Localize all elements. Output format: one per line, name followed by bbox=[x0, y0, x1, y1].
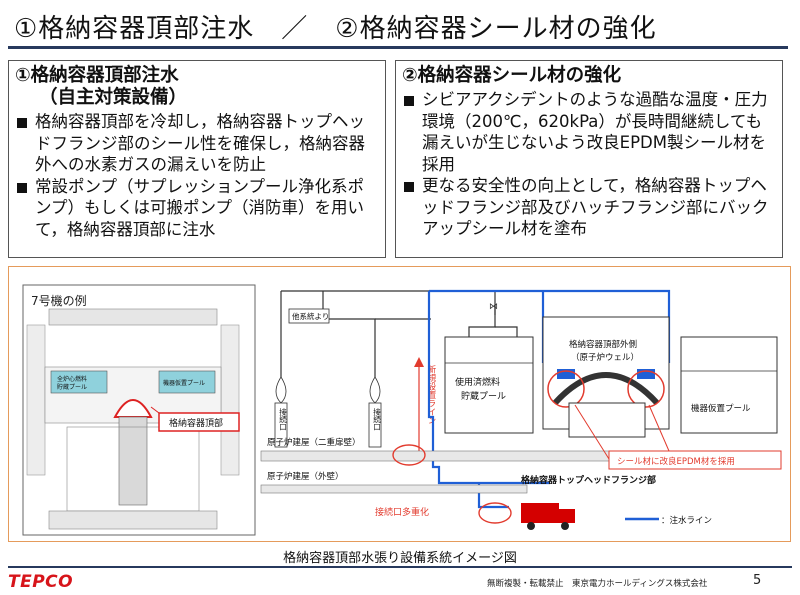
reactor-well-label-2: （原子炉ウェル） bbox=[571, 352, 639, 363]
nozzle-left bbox=[557, 369, 575, 379]
pcv-top-head bbox=[552, 372, 660, 406]
equipment-pool-plan bbox=[158, 370, 216, 394]
pcv-dome-plan bbox=[113, 399, 153, 418]
left-bullet-2: 常設ポンプ（サプレッションプール浄化系ポンプ）もしくは可搬ポンプ（消防車）を用い… bbox=[15, 176, 379, 241]
building-outer-label: 原子炉建屋（外壁） bbox=[267, 471, 344, 482]
fuel-pool-plan bbox=[50, 370, 108, 394]
seal-highlight-left bbox=[547, 370, 585, 408]
epdm-callout bbox=[608, 450, 782, 470]
basement bbox=[48, 510, 218, 530]
seal-highlight-right bbox=[627, 370, 665, 408]
unit-example-label: 7号機の例 bbox=[31, 293, 87, 308]
firetruck-cab bbox=[559, 509, 575, 523]
copyright-notice: 無断複製・転載禁止 東京電力ホールディングス株式会社 bbox=[487, 579, 708, 589]
mid-pipe bbox=[293, 318, 376, 377]
new-line-arrowhead bbox=[414, 357, 424, 367]
building-outer-wall bbox=[260, 484, 528, 494]
equipment-pool bbox=[680, 336, 778, 434]
upper-structure bbox=[48, 308, 218, 326]
right-column bbox=[220, 324, 240, 476]
firetruck-body bbox=[521, 503, 559, 523]
pcv-top-label: 格納容器頂部 bbox=[169, 417, 223, 429]
epdm-callout-text: シール材に改良EPDM材を採用 bbox=[617, 456, 735, 467]
spent-fuel-pool-label-1: 使用済燃料 bbox=[455, 376, 500, 388]
left-bullet-list: 格納容器頂部を冷却し，格納容器トップヘッドフランジ部のシール性を確保し，格納容器… bbox=[9, 111, 385, 240]
other-system-label: 他系統より bbox=[292, 311, 329, 321]
injection-line-main bbox=[427, 291, 549, 485]
diagram-caption: 格納容器頂部水張り設備系統イメージ図 bbox=[283, 551, 517, 566]
right-panel: ②格納容器シール材の強化 シビアアクシデントのような過酷な温度・圧力環境（200… bbox=[395, 60, 783, 258]
system-diagram-frame: 7号機の例 全炉心燃料 貯蔵プール 機器仮置プール 格納容器頂部 bbox=[8, 266, 791, 542]
building-double-label: 原子炉建屋（二重扉壁） bbox=[267, 437, 361, 448]
title-divider bbox=[8, 46, 788, 49]
left-panel-subheading: （自主対策設備） bbox=[39, 87, 188, 108]
connection-port-a-icon bbox=[275, 376, 287, 404]
left-bullet-1: 格納容器頂部を冷却し，格納容器トップヘッドフランジ部のシール性を確保し，格納容器… bbox=[15, 111, 379, 176]
flange-label: 格納容器トップヘッドフランジ部 bbox=[521, 474, 656, 486]
floor-label-2: 貯蔵プール bbox=[57, 383, 87, 391]
reactor-well-label-1: 格納容器頂部外側 bbox=[569, 339, 637, 350]
connection-port-a-label: 接続口 bbox=[278, 407, 287, 431]
slide-title: ①格納容器頂部注水 ／ ②格納容器シール材の強化 bbox=[14, 14, 657, 44]
connection-port-b-icon bbox=[369, 376, 381, 404]
callout-leader bbox=[150, 406, 160, 414]
floor-label-3: 機器仮置プール bbox=[163, 379, 205, 387]
firetruck-wheel-front bbox=[561, 522, 569, 530]
footer-divider bbox=[8, 566, 792, 568]
new-line-label: 新規設置ライン bbox=[426, 364, 436, 424]
firetruck-wheel-rear bbox=[527, 522, 535, 530]
right-panel-heading: ②格納容器シール材の強化 bbox=[402, 65, 622, 86]
spent-fuel-pool-label-2: 貯蔵プール bbox=[461, 390, 506, 402]
right-bullet-list: シビアアクシデントのような過酷な温度・圧力環境（200℃，620kPa）が長時間… bbox=[396, 89, 782, 240]
epdm-leader-left bbox=[574, 404, 610, 460]
left-column bbox=[26, 324, 46, 476]
left-panel-heading: ①格納容器頂部注水 bbox=[15, 65, 179, 86]
tepco-logo: TEPCO bbox=[8, 572, 74, 592]
epdm-leader-right bbox=[648, 404, 670, 452]
other-system-box bbox=[288, 308, 330, 324]
equipment-pool-label: 機器仮置プール bbox=[691, 403, 751, 414]
spent-fuel-pool bbox=[444, 336, 534, 434]
left-panel: ①格納容器頂部注水 （自主対策設備） 格納容器頂部を冷却し，格納容器トップヘッド… bbox=[8, 60, 386, 258]
floor-label-1: 全炉心燃料 bbox=[57, 375, 87, 383]
multiplex-label: 接続口多重化 bbox=[375, 506, 429, 518]
system-diagram: 7号機の例 全炉心燃料 貯蔵プール 機器仮置プール 格納容器頂部 bbox=[22, 284, 782, 536]
right-bullet-1: シビアアクシデントのような過酷な温度・圧力環境（200℃，620kPa）が長時間… bbox=[402, 89, 776, 175]
reactor-column-plan bbox=[118, 416, 148, 506]
connection-port-b bbox=[368, 402, 382, 448]
pcv-top-callout bbox=[158, 412, 240, 432]
connection-port-a bbox=[274, 402, 288, 448]
connection-port-b-label: 接続口 bbox=[372, 407, 381, 431]
multiplex-highlight-a bbox=[392, 444, 426, 466]
multiplex-highlight-b bbox=[478, 502, 512, 524]
legend-label: ：注水ライン bbox=[661, 515, 712, 526]
pcv-body bbox=[568, 402, 646, 438]
nozzle-right bbox=[637, 369, 655, 379]
page-number: 5 bbox=[753, 573, 762, 588]
right-bullet-2: 更なる安全性の向上として，格納容器トップヘッドフランジ部及びハッチフランジ部にバ… bbox=[402, 175, 776, 240]
schematic: ⋈ 他系統より 接続口 接続口 新規設置ライン 使用済燃料 貯蔵プール bbox=[260, 289, 782, 530]
floor-plan: 7号機の例 全炉心燃料 貯蔵プール 機器仮置プール 格納容器頂部 bbox=[22, 284, 256, 536]
valve-symbol: ⋈ bbox=[489, 302, 498, 312]
